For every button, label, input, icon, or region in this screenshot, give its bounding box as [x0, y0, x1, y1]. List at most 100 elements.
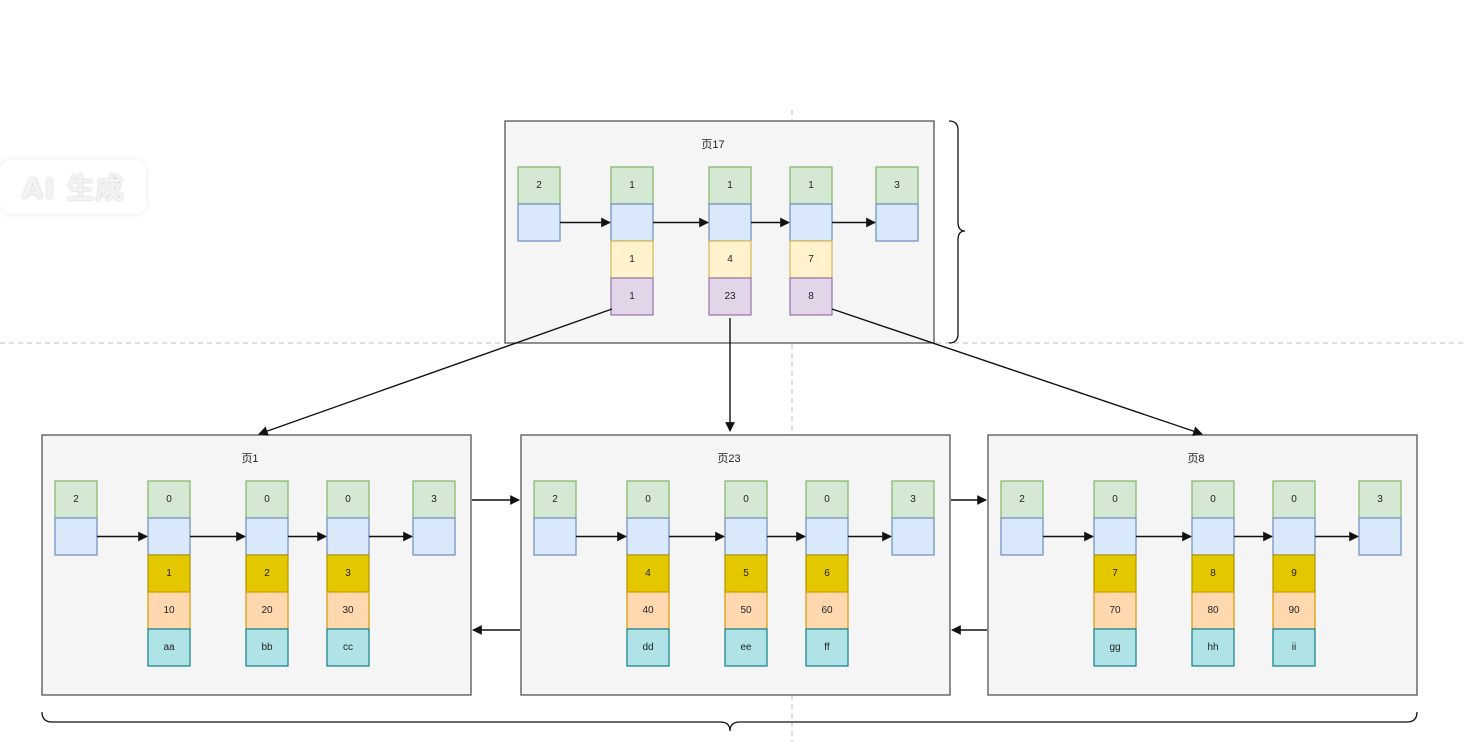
leaf-page-3-record-2-field-0-text: 8: [1210, 568, 1216, 579]
leaf-page-2-record-2-field-1-text: 50: [740, 605, 752, 616]
root-to-page1-arrow: [258, 308, 613, 436]
leaf-page-1-record-2-field-2-text: bb: [261, 642, 273, 653]
root-page: 页17 2 1 1 1 1 4 23 1 7 8 3: [504, 120, 935, 344]
leaf-page-1-record-3-field-1-text: 30: [342, 605, 354, 616]
leaf-page-2-record-3-header-box: [805, 480, 849, 519]
leaf-page-3-record-2-field-2-text: hh: [1207, 642, 1218, 653]
leaf-page-2-record-1-field-1-box: [626, 591, 670, 630]
leaf-page-3-record-4-next-pointer-box: [1358, 517, 1402, 556]
root-record-3-field-1-text: 8: [808, 291, 814, 302]
root-record-1-field-0-text: 1: [629, 254, 635, 265]
leaf-page-1-record-1-field-1-box: [147, 591, 191, 630]
leaf-page-1-record-3-next-pointer-box: [326, 517, 370, 556]
leaf-page-2-record-3-field-1-box: [805, 591, 849, 630]
leaf-page-2-record-0-header-text: 2: [552, 494, 558, 505]
leaf-page-1-record-4-header-box: [412, 480, 456, 519]
leaf-page-2-record-3-field-0-box: [805, 554, 849, 593]
leaf-page-1-record-2-field-1-text: 20: [261, 605, 273, 616]
leaf-page-3-record-0-header-box: [1000, 480, 1044, 519]
root-record-2-field-1-box: [708, 277, 752, 316]
leaf-page-1-record-2-field-2-box: [245, 628, 289, 667]
leaf-page-2-record-3-field-2-box: [805, 628, 849, 667]
leaf-page-2-record-2-field-2-text: ee: [740, 642, 752, 653]
leaf-page-3-record-1-field-0-box: [1093, 554, 1137, 593]
leaf-page-1-record-1-field-2-text: aa: [163, 642, 175, 653]
leaf-page-1-record-4-next-pointer-box: [412, 517, 456, 556]
leaf-page-1-title: 页1: [241, 453, 258, 465]
leaf-page-1-record-1-field-0-box: [147, 554, 191, 593]
leaf-page-3-record-3-field-2-box: [1272, 628, 1316, 667]
leaf-page-1-record-1-field-1-text: 10: [163, 605, 175, 616]
ai-generated-watermark: AI 生成: [0, 160, 146, 214]
root-record-2-field-0-text: 4: [727, 254, 733, 265]
leaf-page-2-record-3-next-pointer-box: [805, 517, 849, 556]
leaf-page-2-record-1-field-0-text: 4: [645, 568, 651, 579]
leaf-page-2-record-2-field-0-box: [724, 554, 768, 593]
leaf-page-2-record-4-header-box: [891, 480, 935, 519]
leaf-page-1-record-3-field-0-box: [326, 554, 370, 593]
leaf-page-2-record-0-next-pointer-box: [533, 517, 577, 556]
root-record-1-field-1-text: 1: [629, 291, 635, 302]
leaf-page-3-record-0-next-pointer-box: [1000, 517, 1044, 556]
leaf-page-2-record-3-field-0-text: 6: [824, 568, 830, 579]
leaf-page-2-record-1-header-text: 0: [645, 494, 651, 505]
leaf-page-1-record-1-next-pointer-box: [147, 517, 191, 556]
leaf-page-1-record-2-field-0-text: 2: [264, 568, 270, 579]
leaf-page-3-record-3-next-pointer-box: [1272, 517, 1316, 556]
leaf-page-3-record-1-field-2-box: [1093, 628, 1137, 667]
root-record-3-header-text: 1: [808, 180, 814, 191]
leaf-page-3-record-1-field-2-text: gg: [1109, 642, 1120, 653]
leaf-page-2-record-1-next-pointer-box: [626, 517, 670, 556]
leaf-page-3-record-4-header-text: 3: [1377, 494, 1383, 505]
root-record-2-field-1-text: 23: [724, 291, 736, 302]
root-record-2-next-pointer-box: [708, 203, 752, 242]
leaf-page-2-record-3-header-text: 0: [824, 494, 830, 505]
leaf-page-1-record-3-field-2-box: [326, 628, 370, 667]
leaf-page-3-record-1-field-1-box: [1093, 591, 1137, 630]
leaf-page-3-record-3-field-1-box: [1272, 591, 1316, 630]
leaf-page-1-record-3-header-box: [326, 480, 370, 519]
root-record-3-field-0-text: 7: [808, 254, 814, 265]
root-record-3-next-pointer-box: [789, 203, 833, 242]
leaf-page-3-record-3-field-2-text: ii: [1292, 642, 1296, 653]
leaf-page-1-record-1-field-2-box: [147, 628, 191, 667]
root-record-3-header-box: [789, 166, 833, 205]
leaf-page-1-record-4-header-text: 3: [431, 494, 437, 505]
leaf-page-1-record-3-header-text: 0: [345, 494, 351, 505]
root-record-1-field-0-box: [610, 240, 654, 279]
leaf-level-brace: [41, 711, 1418, 732]
leaf-page-3-record-3-header-text: 0: [1291, 494, 1297, 505]
root-record-4-next-pointer-box: [875, 203, 919, 242]
leaf-page-1-record-0-next-pointer-box: [54, 517, 98, 556]
leaf-page-1-record-1-header-text: 0: [166, 494, 172, 505]
leaf-page-3-record-3-field-0-text: 9: [1291, 568, 1297, 579]
leaf-page-3-record-1-header-box: [1093, 480, 1137, 519]
leaf-page-3-record-4-header-box: [1358, 480, 1402, 519]
leaf-page-3-record-1-field-0-text: 7: [1112, 568, 1118, 579]
leaf-page-1-record-2-field-1-box: [245, 591, 289, 630]
leaf-page-2-record-1-field-1-text: 40: [642, 605, 654, 616]
leaf-page-1-record-2-header-text: 0: [264, 494, 270, 505]
leaf-page-2-record-1-field-2-box: [626, 628, 670, 667]
leaf-page-2-record-4-header-text: 3: [910, 494, 916, 505]
root-record-2-header-box: [708, 166, 752, 205]
leaf-page-3-record-2-field-2-box: [1191, 628, 1235, 667]
root-level-brace: [948, 120, 966, 344]
leaf-page-3-record-2-field-1-text: 80: [1207, 605, 1219, 616]
root-record-0-header-text: 2: [536, 180, 542, 191]
leaf-page-3-record-1-field-1-text: 70: [1109, 605, 1121, 616]
leaf-page-2-record-1-field-2-text: dd: [642, 642, 653, 653]
root-record-1-next-pointer-box: [610, 203, 654, 242]
leaf-page-3-record-1-next-pointer-box: [1093, 517, 1137, 556]
root-page-title: 页17: [701, 139, 724, 151]
leaf-page-3-record-3-header-box: [1272, 480, 1316, 519]
root-record-4-header-text: 3: [894, 180, 900, 191]
root-record-1-header-text: 1: [629, 180, 635, 191]
root-record-2-header-text: 1: [727, 180, 733, 191]
leaf-page-3-title: 页8: [1187, 453, 1204, 465]
root-to-page8-arrow: [831, 308, 1203, 436]
leaf-page-2-record-3-field-2-text: ff: [824, 642, 830, 653]
